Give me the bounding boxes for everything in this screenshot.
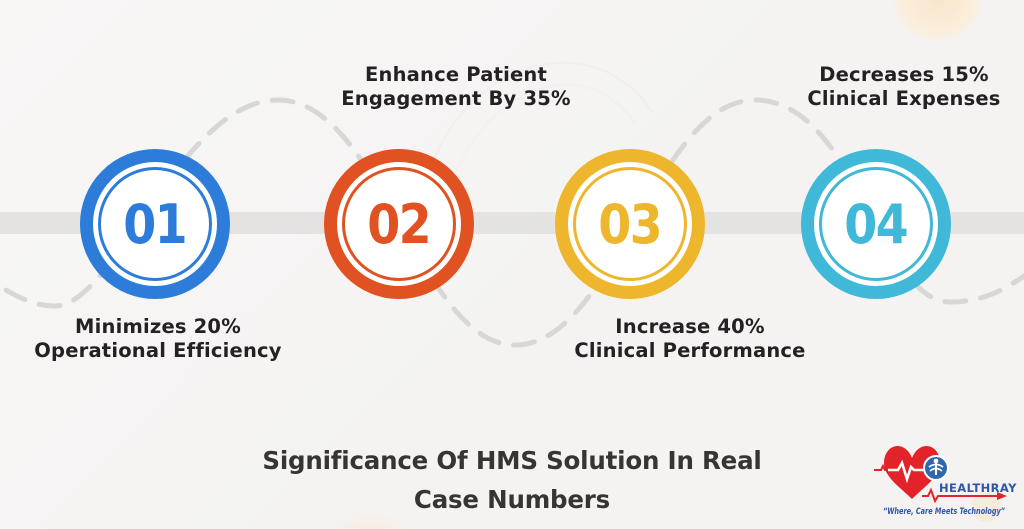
heart-icon [884,446,940,499]
step-circle-01-inner-ring: 01 [98,167,212,281]
step-label-02-line2: Engagement By 35% [341,87,571,110]
step-circle-04-inner-ring: 04 [819,167,933,281]
ekg-underline-icon [922,487,997,504]
timeline-bar [0,212,1024,234]
step-label-01-line2: Operational Efficiency [34,339,282,362]
step-number-03: 03 [598,192,663,256]
page-title: Significance Of HMS Solution In Real Cas… [262,441,761,519]
step-number-02: 02 [367,192,432,256]
step-circle-02-inner-ring: 02 [342,167,456,281]
step-label-01: Minimizes 20% Operational Efficiency [34,315,281,363]
arrow-head-icon [997,492,1007,500]
caduceus-icon [933,458,939,464]
step-label-04-line2: Clinical Expenses [807,87,1001,110]
page-title-line1: Significance Of HMS Solution In Real [262,446,762,475]
caduceus-icon [928,463,944,468]
brand-name: HEALTHRAY [939,481,1017,495]
step-label-02: Enhance Patient Engagement By 35% [341,63,570,111]
ekg-line-left-icon [874,463,888,471]
step-label-02-line1: Enhance Patient [364,63,548,86]
step-label-01-line1: Minimizes 20% [75,315,241,338]
caduceus-icon [929,467,943,472]
page-title-line2: Case Numbers [413,485,611,514]
background-texture-arc [455,83,637,173]
step-number-01: 01 [123,192,188,256]
step-circle-02: 02 [324,149,474,299]
step-label-03-line2: Clinical Performance [574,339,806,362]
healthray-logo: HEALTHRAY “Where, Care Meets Technology” [874,446,1017,522]
step-number-04: 04 [844,192,909,256]
brand-tagline: “Where, Care Meets Technology” [883,507,1005,517]
logo-background-blob [971,492,1001,522]
background-texture-arc [431,61,653,166]
step-circle-01: 01 [80,149,230,299]
step-label-04-line1: Decreases 15% [819,63,989,86]
ekg-line-heart-icon [888,459,930,484]
step-circle-03-inner-ring: 03 [573,167,687,281]
step-label-03-line1: Increase 40% [615,315,765,338]
step-circle-04: 04 [801,149,951,299]
step-label-03: Increase 40% Clinical Performance [574,315,805,363]
step-label-04: Decreases 15% Clinical Expenses [807,63,1000,111]
step-circle-03: 03 [555,149,705,299]
